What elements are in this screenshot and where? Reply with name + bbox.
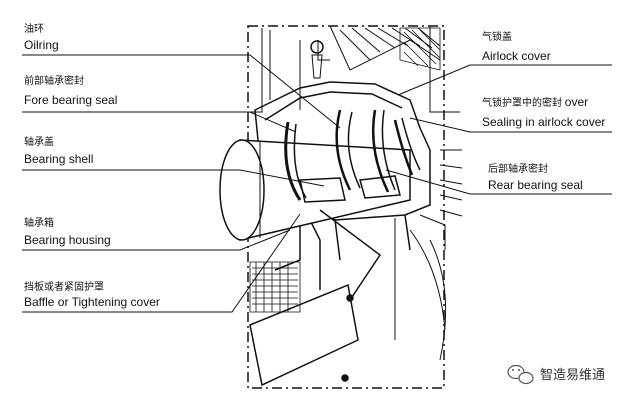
label-airlock-seal-zh: 气锁护罩中的密封 over [482,95,588,109]
watermark-text: 智造易维通 [540,368,605,383]
label-airlock-cover-zh: 气锁盖 [482,30,512,43]
leader-lines-left [22,54,341,313]
wechat-icon [507,364,534,385]
label-baffle-zh: 挡板或者紧固护罩 [24,280,104,293]
upper-structure [248,25,460,113]
lower-left-hatch [249,261,301,313]
top-right-hatch [399,27,441,71]
shaft [219,139,411,241]
leader-lines-right [385,64,612,195]
baffle-panel [249,209,382,387]
right-fins [394,149,463,361]
label-rear-seal-zh: 后部轴承密封 [488,162,548,175]
label-bearing-housing-en: Bearing housing [24,233,111,247]
label-fore-seal-zh: 前部轴承密封 [24,74,84,87]
seals [284,109,421,203]
label-bearing-shell-zh: 轴承盖 [24,135,54,148]
label-oilring-en: Oilring [24,38,59,52]
label-bearing-housing-zh: 轴承箱 [24,216,54,229]
label-airlock-seal-en: Sealing in airlock cover [482,115,605,129]
label-fore-seal-en: Fore bearing seal [24,93,117,107]
label-airlock-cover-en: Airlock cover [482,49,551,63]
label-baffle-en: Baffle or Tightening cover [24,295,160,309]
label-bearing-shell-en: Bearing shell [24,152,93,166]
label-rear-seal-en: Rear bearing seal [488,178,583,192]
label-oilring-zh: 油环 [24,22,44,35]
